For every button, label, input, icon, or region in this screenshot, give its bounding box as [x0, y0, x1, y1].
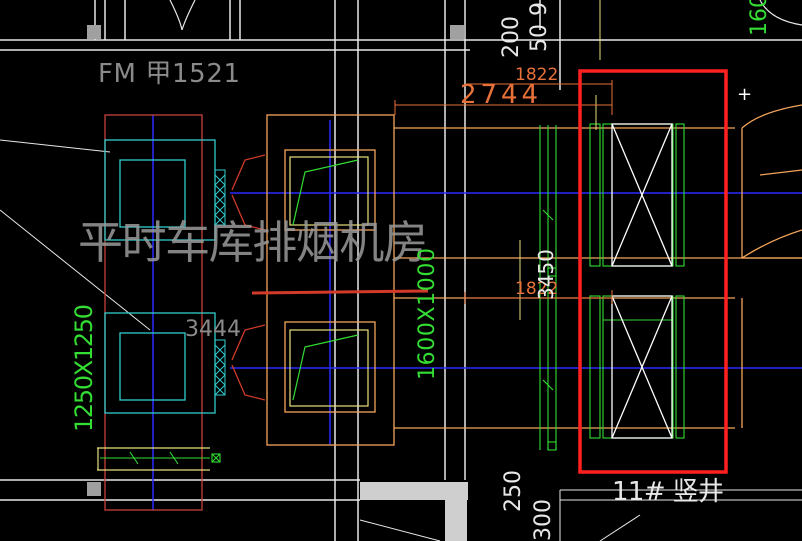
fan-units-inner: [289, 156, 369, 407]
yellow-lines-left: [97, 447, 210, 471]
room-underline: [251, 289, 429, 295]
dim-1600-right: 1600: [747, 0, 772, 36]
yellow-vertical-lines: [519, 0, 601, 320]
fan-blades: [292, 159, 359, 401]
cursor-crosshair: +: [737, 84, 752, 105]
duct-size-1250: 1250X1250: [70, 304, 98, 432]
door-tag: FM 甲1521: [98, 59, 240, 89]
room-name: 平时车库排烟机房: [78, 216, 428, 269]
dim-3444: 3444: [185, 317, 241, 342]
door-arc: [169, 0, 802, 31]
dim-1822-mid: 1822: [515, 279, 558, 299]
dim-200: 200: [499, 16, 524, 58]
blue-centerlines: [152, 115, 802, 510]
fan-boxes-cyan: [104, 139, 216, 414]
green-lines-left: [100, 451, 221, 465]
dim-3450: 3450: [534, 249, 558, 300]
wall-block-bottom: [360, 482, 468, 541]
transitions-red: [231, 154, 266, 401]
damper-x-boxes: [611, 123, 673, 439]
selection-highlight-box[interactable]: [578, 69, 728, 474]
dim-1822-top: 1822: [515, 65, 558, 85]
dimension-lines: [394, 80, 613, 304]
dim-250: 250: [501, 470, 526, 512]
column-blocks: [87, 25, 464, 496]
duct-size-1600: 1600X1000: [415, 248, 440, 380]
flex-connectors: [214, 169, 226, 396]
fan-units-middle: [266, 114, 395, 446]
dim-9: 9: [527, 2, 552, 16]
dim-300: 300: [531, 499, 556, 541]
dim-50: 50: [527, 24, 552, 52]
shaft-label: 11# 竖井: [612, 477, 724, 507]
